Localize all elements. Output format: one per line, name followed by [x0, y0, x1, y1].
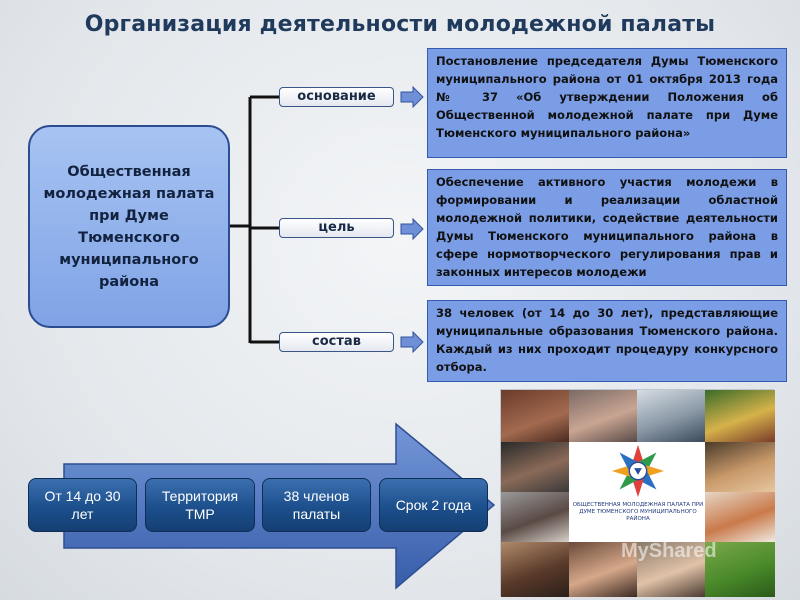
- logo-caption: ОБЩЕСТВЕННАЯ МОЛОДЕЖНАЯ ПАЛАТА ПРИ ДУМЕ …: [572, 502, 704, 522]
- member-photo: [569, 390, 637, 442]
- fact-age: От 14 до 30 лет: [28, 478, 137, 532]
- desc-sostav: 38 человек (от 14 до 30 лет), представля…: [427, 300, 787, 382]
- member-photo: [501, 542, 569, 597]
- fact-territory: Территория ТМР: [145, 478, 255, 532]
- branch-label-cel: цель: [279, 218, 394, 238]
- page-title: Организация деятельности молодежной пала…: [84, 12, 716, 37]
- fact-members: 38 членов палаты: [262, 478, 371, 532]
- member-photo: [501, 442, 569, 492]
- fact-term: Срок 2 года: [379, 478, 488, 532]
- arrow-right-icon: [400, 218, 424, 240]
- member-photo: [705, 442, 775, 492]
- desc-osnovanie: Постановление председателя Думы Тюменско…: [427, 48, 787, 158]
- member-photo: [501, 390, 569, 442]
- palata-logo: ОБЩЕСТВЕННАЯ МОЛОДЕЖНАЯ ПАЛАТА ПРИ ДУМЕ …: [569, 442, 707, 542]
- org-box: Общественная молодежная палата при Думе …: [28, 125, 230, 328]
- member-photo: [705, 492, 775, 542]
- branch-label-sostav: состав: [279, 332, 394, 352]
- branch-label-osnovanie: основание: [279, 87, 394, 107]
- watermark: MyShared: [621, 540, 717, 562]
- member-photo: [705, 542, 775, 597]
- arrow-right-icon: [400, 86, 424, 108]
- member-photo: [705, 390, 775, 442]
- member-photo: [637, 390, 705, 442]
- desc-cel: Обеспечение активного участия молодежи в…: [427, 169, 787, 286]
- member-photo: [637, 542, 705, 597]
- arrow-right-icon: [400, 331, 424, 353]
- star-logo-icon: [611, 444, 665, 498]
- member-photo: [501, 492, 569, 542]
- photo-collage: ОБЩЕСТВЕННАЯ МОЛОДЕЖНАЯ ПАЛАТА ПРИ ДУМЕ …: [500, 389, 775, 597]
- member-photo: [569, 542, 637, 597]
